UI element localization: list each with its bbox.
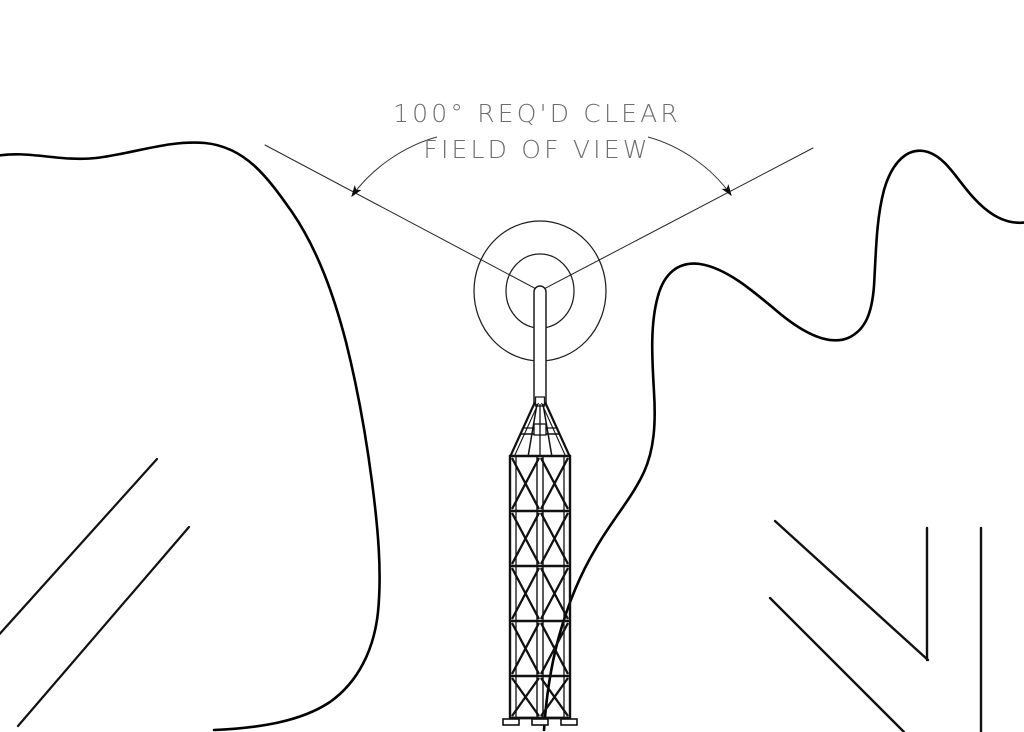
fov-right-ray (539, 147, 814, 292)
antenna-mast-pole (533, 285, 547, 407)
left-treeline-outline (0, 141, 381, 732)
lower-right-vertical-lines (925, 526, 983, 732)
lower-right-path-lines (768, 519, 930, 732)
note-line-2: FIELD OF VIEW (423, 135, 650, 164)
tower-base-plates (502, 718, 578, 726)
annotation-leader-lines (351, 136, 732, 198)
tower-horizontal-struts (509, 454, 571, 720)
leader-line-left (351, 136, 438, 198)
note-line-1: 100° REQ'D CLEAR (393, 99, 681, 128)
lattice-antenna-tower (502, 401, 578, 726)
field-of-view-angle-rays (264, 144, 814, 292)
leader-line-right (647, 136, 732, 197)
fov-left-ray (264, 144, 541, 292)
tower-x-bracing-right (539, 457, 570, 717)
tower-x-bracing-left (510, 457, 541, 717)
lower-left-path-lines (0, 457, 191, 728)
right-treeline-outline (542, 149, 1024, 732)
tower-taper-section (508, 401, 572, 458)
field-of-view-note: 100° REQ'D CLEAR FIELD OF VIEW (393, 99, 681, 164)
